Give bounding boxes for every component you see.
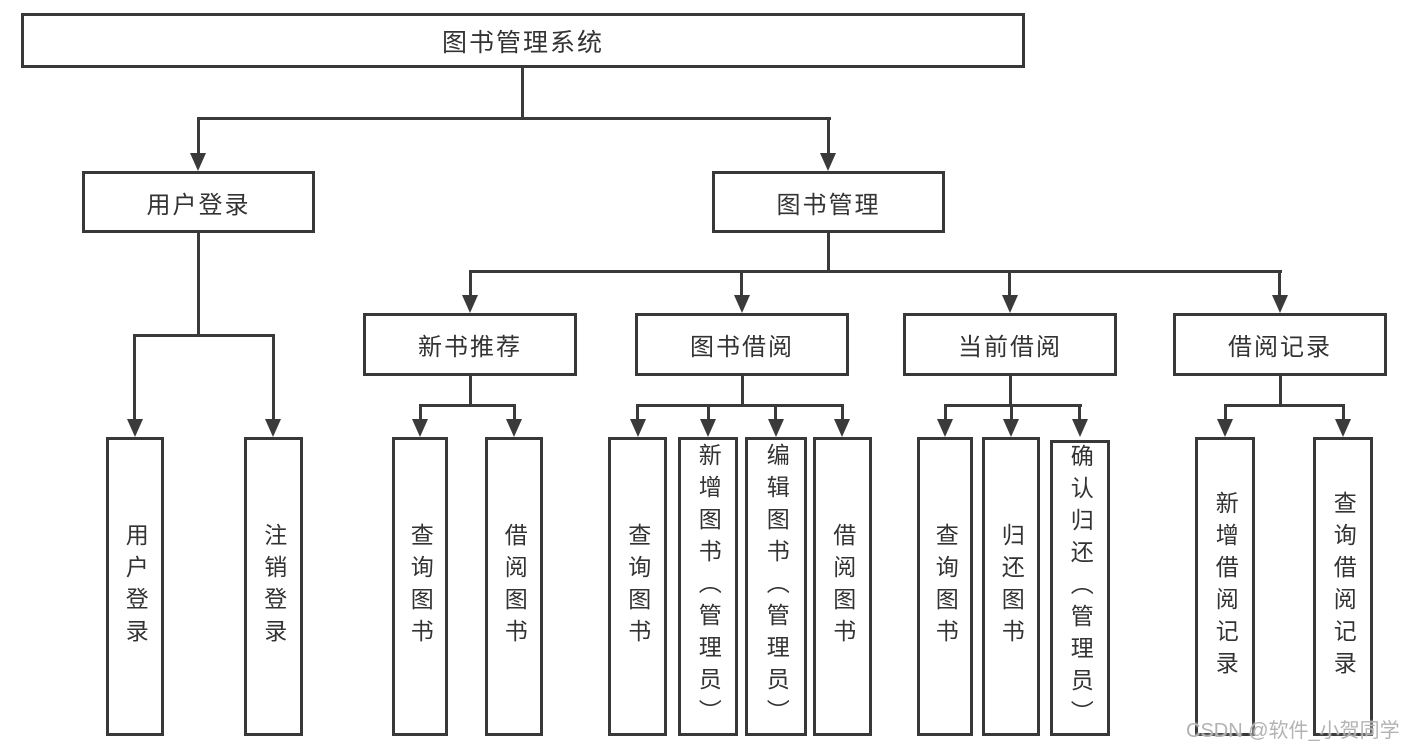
node-book-borrow-label: 图书借阅 (690, 334, 794, 361)
csdn-watermark: CSDN @软件_小贺同学 (1186, 720, 1400, 742)
node-borrow-records-label: 借阅记录 (1228, 334, 1332, 361)
node-user-login-label: 用户登录 (146, 191, 251, 219)
leaf-br-query-record-label: 查询借阅记录 (1330, 490, 1357, 683)
leaf-cb-query-books: 查询图书 (917, 437, 973, 736)
leaf-cb-confirm-return-admin: 确认归还（管理员） (1050, 440, 1110, 736)
connector-book-borrow-splitter (636, 404, 844, 407)
arrowhead-cb-confirm-return (1072, 419, 1088, 437)
connector-current-borrow-splitter (944, 404, 1082, 407)
leaf-bb-edit-books-admin: 编辑图书（管理员） (745, 437, 807, 736)
node-book-management-label: 图书管理 (776, 191, 881, 219)
connector-book-borrow-drop-1 (636, 404, 639, 422)
arrowhead-nb-query-books (412, 419, 428, 437)
connector-user-login-stem (197, 233, 200, 337)
arrowhead-cb-return-books (1003, 419, 1019, 437)
arrowhead-bb-edit-books (768, 419, 784, 437)
leaf-bb-query-books: 查询图书 (608, 437, 667, 736)
connector-current-borrow-drop-3 (1078, 404, 1081, 422)
connector-current-borrow-stem (1009, 376, 1012, 407)
connector-current-borrow-drop-2 (1010, 404, 1013, 422)
node-current-borrow: 当前借阅 (903, 313, 1117, 376)
connector-book-mgmt-drop-4 (1278, 270, 1281, 298)
connector-book-mgmt-drop-1 (469, 270, 472, 298)
connector-borrow-records-drop-1 (1224, 404, 1227, 422)
connector-root-left-drop (197, 117, 200, 157)
connector-borrow-records-stem (1279, 376, 1282, 407)
arrowhead-br-add-record (1217, 419, 1233, 437)
connector-root-stem (521, 68, 524, 119)
node-current-borrow-label: 当前借阅 (958, 334, 1062, 361)
arrowhead-user-login (190, 153, 206, 171)
connector-root-splitter (197, 117, 831, 120)
connector-new-book-splitter (419, 404, 516, 407)
leaf-nb-query-books-label: 查询图书 (407, 522, 434, 651)
node-user-login: 用户登录 (82, 171, 315, 233)
connector-new-book-stem (469, 376, 472, 407)
leaf-cb-confirm-return-admin-label: 确认归还（管理员） (1067, 444, 1094, 732)
connector-user-login-drop-2 (272, 334, 275, 422)
connector-current-borrow-drop-1 (944, 404, 947, 422)
node-new-book-recommend: 新书推荐 (363, 313, 577, 376)
connector-book-mgmt-drop-3 (1008, 270, 1011, 298)
leaf-br-add-record: 新增借阅记录 (1195, 437, 1255, 736)
leaf-logout-label: 注销登录 (260, 522, 287, 651)
arrowhead-cb-query-books (937, 419, 953, 437)
leaf-cb-query-books-label: 查询图书 (932, 522, 959, 651)
leaf-logout: 注销登录 (244, 437, 303, 736)
connector-book-borrow-drop-2 (707, 404, 710, 422)
connector-root-right-drop (827, 117, 830, 157)
arrowhead-bb-query-books (630, 419, 646, 437)
arrowhead-new-book-recommend (462, 295, 478, 313)
connector-user-login-splitter (133, 334, 275, 337)
leaf-bb-borrow-books: 借阅图书 (813, 437, 872, 736)
leaf-nb-borrow-books: 借阅图书 (485, 437, 543, 736)
connector-book-borrow-drop-4 (841, 404, 844, 422)
leaf-cb-return-books: 归还图书 (982, 437, 1040, 736)
connector-new-book-drop-1 (419, 404, 422, 422)
connector-book-mgmt-drop-2 (740, 270, 743, 298)
leaf-br-query-record: 查询借阅记录 (1313, 437, 1373, 736)
arrowhead-borrow-records (1272, 295, 1288, 313)
leaf-br-add-record-label: 新增借阅记录 (1212, 490, 1239, 683)
arrowhead-book-management (820, 153, 836, 171)
connector-book-borrow-stem (741, 376, 744, 407)
leaf-user-login: 用户登录 (106, 437, 164, 736)
connector-book-mgmt-stem (827, 233, 830, 273)
arrowhead-current-borrow (1002, 295, 1018, 313)
leaf-cb-return-books-label: 归还图书 (998, 522, 1025, 651)
arrowhead-bb-borrow-books (834, 419, 850, 437)
connector-new-book-drop-2 (513, 404, 516, 422)
leaf-bb-add-books-admin: 新增图书（管理员） (678, 437, 738, 736)
leaf-bb-borrow-books-label: 借阅图书 (829, 522, 856, 651)
connector-borrow-records-drop-2 (1342, 404, 1345, 422)
arrowhead-leaf-logout (265, 419, 281, 437)
node-book-management: 图书管理 (712, 171, 945, 233)
arrowhead-bb-add-books (700, 419, 716, 437)
leaf-bb-query-books-label: 查询图书 (624, 522, 651, 651)
leaf-user-login-label: 用户登录 (122, 522, 149, 651)
connector-book-borrow-drop-3 (774, 404, 777, 422)
arrowhead-book-borrow (734, 295, 750, 313)
node-new-book-recommend-label: 新书推荐 (418, 334, 522, 361)
connector-user-login-drop-1 (133, 334, 136, 422)
connector-borrow-records-splitter (1224, 404, 1345, 407)
node-root-label: 图书管理系统 (441, 28, 604, 57)
leaf-bb-edit-books-admin-label: 编辑图书（管理员） (763, 442, 790, 731)
leaf-bb-add-books-admin-label: 新增图书（管理员） (695, 442, 722, 731)
node-borrow-records: 借阅记录 (1173, 313, 1387, 376)
arrowhead-nb-borrow-books (506, 419, 522, 437)
connector-book-mgmt-splitter (469, 270, 1282, 273)
leaf-nb-borrow-books-label: 借阅图书 (501, 522, 528, 651)
node-root: 图书管理系统 (21, 13, 1025, 68)
arrowhead-leaf-user-login (127, 419, 143, 437)
node-book-borrow: 图书借阅 (635, 313, 849, 376)
arrowhead-br-query-record (1335, 419, 1351, 437)
leaf-nb-query-books: 查询图书 (392, 437, 448, 736)
